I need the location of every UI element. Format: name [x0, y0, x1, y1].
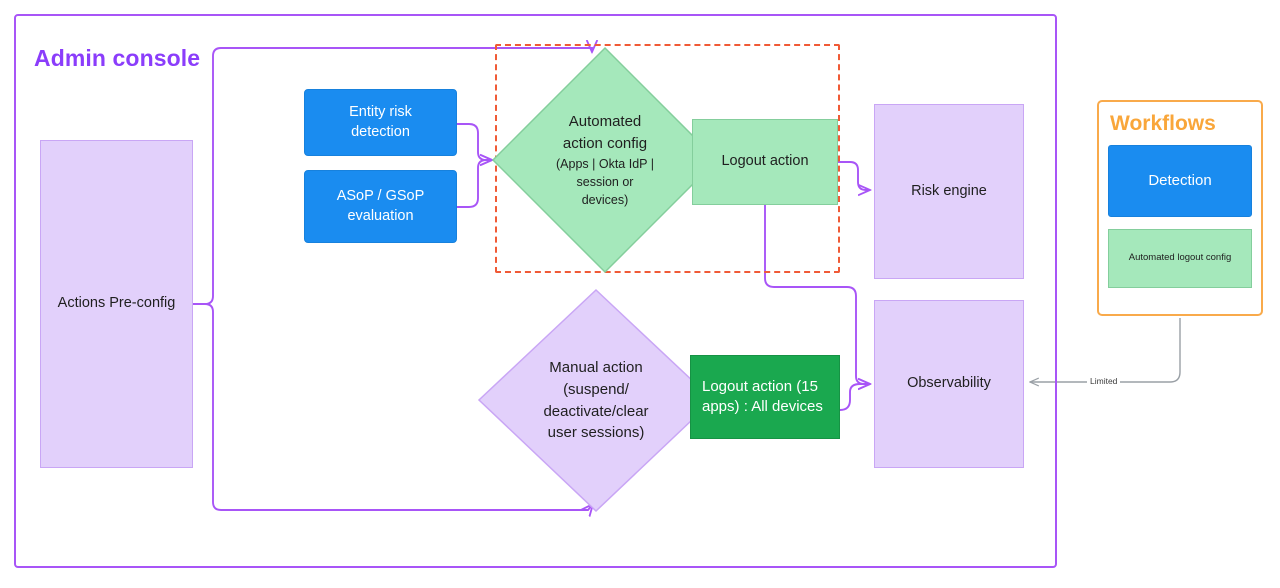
node-observability[interactable]: Observability	[874, 300, 1024, 468]
manual-action-shape	[477, 288, 715, 513]
node-logout-action-label: Logout action	[721, 153, 809, 170]
node-manual-action[interactable]: Manual action (suspend/ deactivate/clear…	[477, 288, 715, 513]
node-automated-action-config[interactable]: Automated action config (Apps | Okta IdP…	[491, 46, 719, 274]
node-asop-gsop-evaluation[interactable]: ASoP / GSoP evaluation	[304, 170, 457, 243]
automated-action-config-shape	[491, 46, 719, 274]
node-entity-risk-detection-label: Entity risk detection	[349, 104, 412, 140]
node-asop-gsop-evaluation-label: ASoP / GSoP evaluation	[336, 188, 425, 224]
manual-action-sub-label: (suspend/ deactivate/clear user sessions…	[543, 380, 649, 442]
node-logout-action-15-apps[interactable]: Logout action (15 apps) : All devices	[690, 355, 840, 439]
workflows-panel-title: Workflows	[1110, 112, 1216, 135]
automated-action-config-sub-label: (Apps | Okta IdP | session or devices)	[556, 156, 654, 207]
node-actions-preconfig-label: Actions Pre-config	[57, 295, 176, 312]
admin-console-frame	[14, 14, 1057, 568]
node-entity-risk-detection[interactable]: Entity risk detection	[304, 89, 457, 156]
manual-action-main-label: Manual action	[549, 359, 643, 376]
automated-action-config-text: Automated action config (Apps | Okta IdP…	[491, 46, 719, 274]
node-workflows-detection-label: Detection	[1148, 172, 1212, 190]
node-workflows-automated-logout-config-label: Automated logout config	[1128, 252, 1232, 264]
node-workflows-detection[interactable]: Detection	[1108, 145, 1252, 217]
manual-action-text: Manual action (suspend/ deactivate/clear…	[477, 288, 715, 513]
node-workflows-automated-logout-config[interactable]: Automated logout config	[1108, 229, 1252, 288]
node-risk-engine[interactable]: Risk engine	[874, 104, 1024, 279]
automated-action-config-main-label: Automated action config	[562, 113, 648, 152]
node-risk-engine-label: Risk engine	[911, 182, 987, 199]
node-observability-label: Observability	[907, 375, 991, 392]
node-actions-preconfig[interactable]: Actions Pre-config	[40, 140, 193, 468]
edge-label-limited: Limited	[1087, 376, 1121, 386]
node-logout-action[interactable]: Logout action	[692, 119, 838, 205]
admin-console-title: Admin console	[34, 45, 201, 71]
node-logout-action-15-apps-label: Logout action (15 apps) : All devices	[702, 378, 823, 415]
